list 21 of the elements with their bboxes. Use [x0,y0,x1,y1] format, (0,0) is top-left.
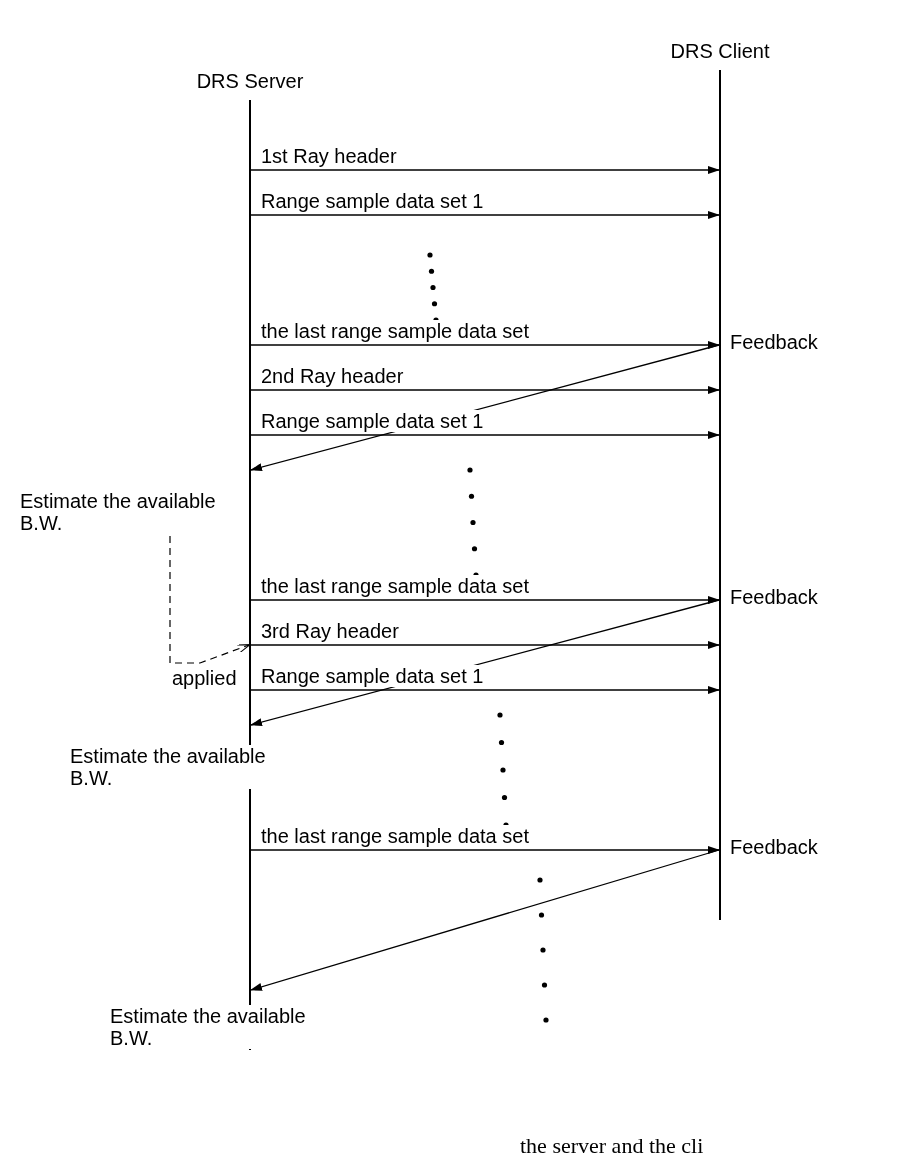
message-arrow [250,846,720,854]
message-arrow [250,211,720,219]
message-arrow [250,849,720,991]
message-arrow [250,596,720,604]
edge-label: Range sample data set 1 [261,410,484,432]
message-arrow [250,166,720,174]
dashed-arrow [169,535,251,664]
edge-label: 3rd Ray header [261,620,399,642]
edge-label: Range sample data set 1 [261,190,484,212]
edge-label: the last range sample data set [261,575,529,597]
edge-label: 2nd Ray header [261,365,404,387]
message-arrow [250,641,720,649]
edge-label: the last range sample data set [261,320,529,342]
edge-label: Range sample data set 1 [261,665,484,687]
edge-label: the last range sample data set [261,825,529,847]
message-arrow [250,431,720,439]
edge-label: 1st Ray header [261,145,397,167]
message-arrow [250,686,720,694]
edge-label: applied [172,667,237,689]
message-arrow [250,386,720,394]
message-arrow [250,341,720,349]
